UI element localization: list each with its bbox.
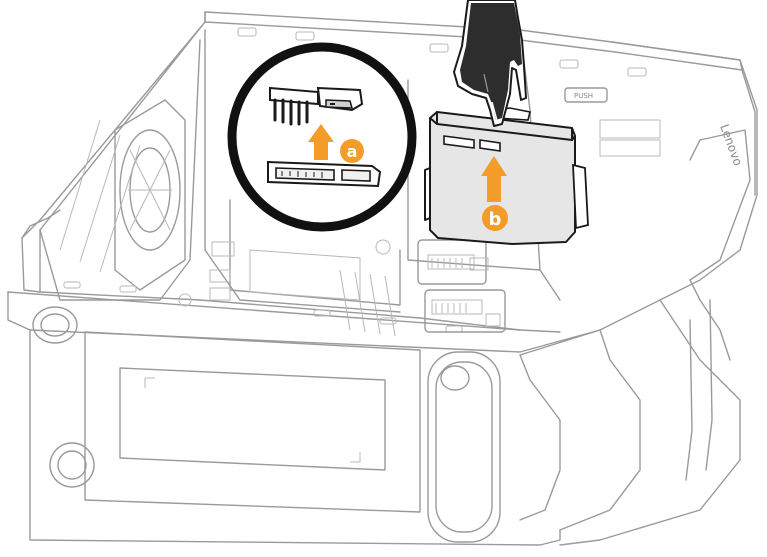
push-label: PUSH — [574, 92, 593, 100]
callout-badge-a: a — [340, 139, 364, 163]
magnifier-circle-icon: a — [227, 42, 417, 232]
drive-port — [267, 160, 382, 188]
arrow-up-icon-b — [481, 156, 507, 202]
brand-label: Lenovo — [717, 122, 745, 167]
sata-port-lower — [417, 239, 506, 333]
hard-drive — [424, 107, 589, 245]
hand-icon — [453, 0, 527, 127]
sata-cable-connector — [269, 86, 364, 126]
callout-a-label: a — [347, 142, 358, 161]
callout-b-label: b — [489, 209, 502, 230]
callout-badge-b: b — [482, 205, 508, 231]
arrow-up-icon-a — [308, 124, 334, 160]
